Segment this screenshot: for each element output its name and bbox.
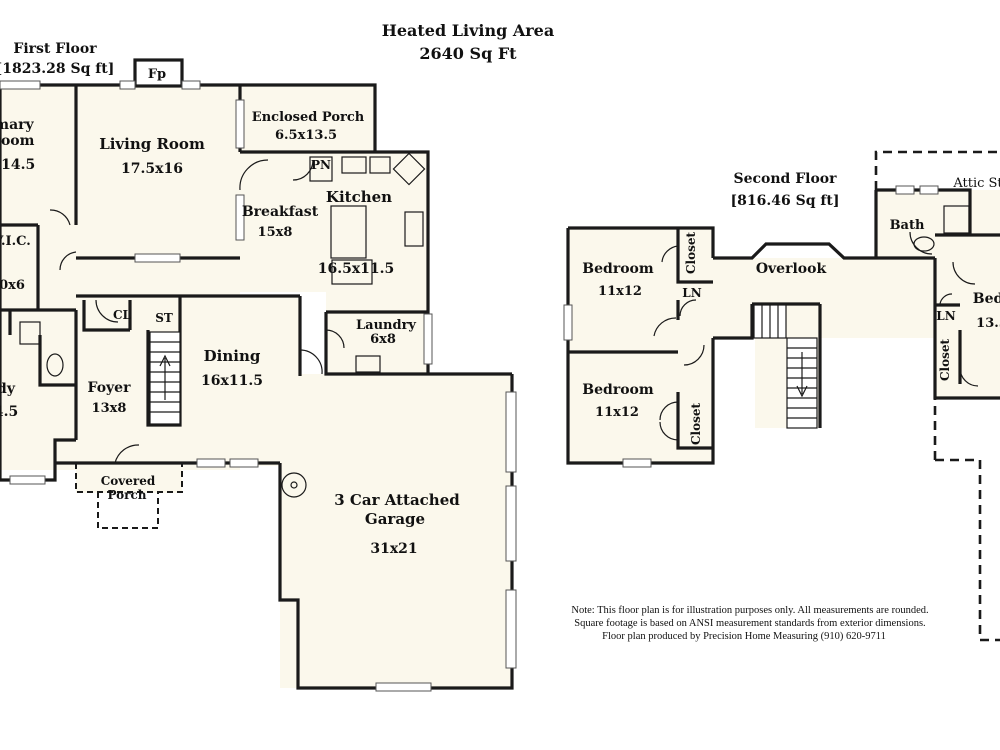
garage-label-2: Garage	[365, 510, 425, 528]
bedroom-2-dims: 11x12	[595, 405, 639, 420]
closet-2-label: Closet	[689, 403, 703, 446]
garage-dims: 31x21	[370, 541, 417, 557]
covered-porch-label-2: Porch	[107, 488, 146, 502]
attic-storage-label: Attic St	[952, 176, 1000, 191]
note-line-3: Floor plan produced by Precision Home Me…	[602, 631, 886, 642]
fireplace-label: Fp	[148, 67, 166, 82]
linen-2-label: LN	[936, 309, 955, 323]
wic-dims: 0x6	[0, 278, 25, 293]
living-room-dims: 17.5x16	[121, 161, 183, 177]
wic-label: V.I.C.	[0, 234, 31, 249]
disclaimer-note: Note: This floor plan is for illustratio…	[571, 605, 928, 642]
enclosed-porch-dims: 6.5x13.5	[275, 128, 337, 143]
note-line-2: Square footage is based on ANSI measurem…	[574, 618, 925, 629]
foyer-label: Foyer	[88, 380, 132, 396]
first-floor-title: First Floor	[13, 41, 97, 57]
first-floor-area: [1823.28 Sq ft]	[0, 61, 114, 77]
heated-area-total: 2640 Sq Ft	[419, 44, 517, 63]
living-room-label: Living Room	[99, 135, 205, 153]
kitchen-dims: 16.5x11.5	[318, 261, 395, 277]
breakfast-dims: 15x8	[258, 225, 293, 240]
primary-bedroom-dims: x14.5	[0, 157, 35, 173]
second-floor-labels: Second Floor [816.46 Sq ft] Attic St Bat…	[582, 171, 1000, 445]
closet-3-label: Closet	[938, 339, 952, 382]
header-text: Heated Living Area 2640 Sq Ft	[382, 21, 554, 63]
dining-label: Dining	[204, 347, 261, 365]
primary-bedroom-label-2: room	[0, 133, 35, 149]
overlook-label: Overlook	[756, 261, 827, 277]
breakfast-label: Breakfast	[242, 204, 319, 220]
covered-porch-label-1: Covered	[101, 474, 156, 488]
enclosed-porch-label: Enclosed Porch	[252, 110, 365, 125]
stair-label: ST	[155, 311, 173, 325]
bedroom-3-label: Bed	[973, 291, 1000, 307]
closet-label: CL	[113, 308, 132, 322]
second-floor-area: [816.46 Sq ft]	[731, 193, 840, 209]
dining-dims: 16x11.5	[201, 373, 263, 389]
bedroom-1-dims: 11x12	[598, 284, 642, 299]
bath-label: Bath	[890, 218, 925, 233]
heated-area-title: Heated Living Area	[382, 21, 554, 40]
bedroom-3-dims: 13.5	[976, 316, 1000, 331]
primary-bedroom-label-1: mary	[0, 117, 35, 133]
study-label: dy	[0, 381, 16, 397]
foyer-dims: 13x8	[92, 401, 127, 416]
laundry-label: Laundry	[356, 318, 416, 333]
second-floor-walls	[563, 150, 1000, 642]
second-floor-title: Second Floor	[733, 171, 837, 187]
first-floor-labels: First Floor [1823.28 Sq ft] Fp mary room…	[0, 41, 460, 557]
closet-1-label: Closet	[684, 232, 698, 275]
laundry-dims: 6x8	[370, 332, 396, 347]
first-floor-fills	[0, 85, 512, 688]
kitchen-label: Kitchen	[326, 188, 392, 206]
pantry-label: PN	[311, 158, 331, 172]
bedroom-2-label: Bedroom	[582, 382, 654, 398]
linen-1-label: LN	[682, 286, 701, 300]
bedroom-1-label: Bedroom	[582, 261, 654, 277]
first-floor-walls	[0, 58, 517, 692]
note-line-1: Note: This floor plan is for illustratio…	[571, 605, 928, 616]
second-floor-stairs	[753, 304, 818, 429]
first-floor-stairs	[149, 331, 181, 425]
study-dims: 4.5	[0, 404, 18, 420]
garage-label-1: 3 Car Attached	[334, 491, 460, 509]
